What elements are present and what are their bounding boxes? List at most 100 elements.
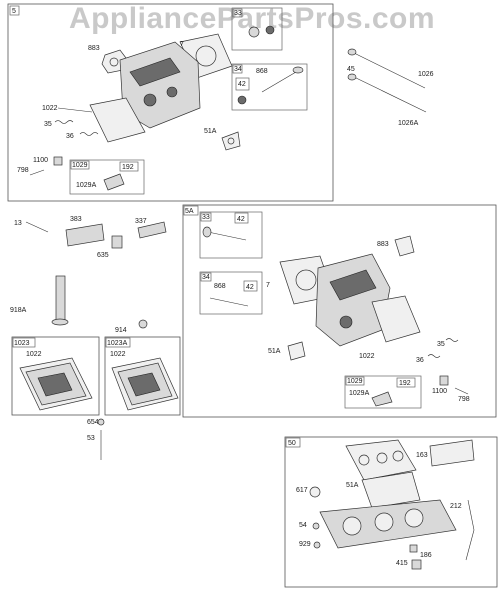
box-33 [231, 7, 283, 51]
label-192: 192 [122, 164, 134, 171]
spring-35 [54, 120, 74, 124]
section-5a-tag-box [183, 205, 199, 216]
label-192-5a: 192 [399, 380, 411, 387]
spring-36 [79, 132, 99, 136]
part-186 [409, 544, 418, 553]
rocker-arm-5a [371, 391, 393, 407]
box-34-5a-tag [200, 272, 212, 282]
section-50: 50 163 51A 617 212 54 929 186 415 [284, 436, 498, 588]
label-33-5a: 33 [202, 214, 210, 221]
section-1023-tag-box [12, 337, 36, 348]
label-34: 34 [234, 66, 242, 73]
box-34-5a [199, 271, 263, 315]
cylinder-head-boss [143, 93, 157, 107]
label-34-5a: 34 [202, 274, 210, 281]
label-929: 929 [299, 541, 311, 548]
section-1023-tag: 1023 [14, 340, 30, 347]
spring-36-5a [427, 354, 441, 358]
label-53: 53 [87, 435, 95, 442]
tube-918a-base [51, 318, 69, 326]
intake-gasket-port [376, 452, 388, 464]
bracket-1100 [53, 156, 63, 166]
label-654: 654 [87, 419, 99, 426]
section-5a: 5A 33 42 883 34 868 42 7 51A 1022 35 36 [182, 204, 497, 418]
section-50-tag-box [285, 437, 301, 448]
valve-spring-retainer [248, 26, 260, 38]
label-36-5a: 36 [416, 357, 424, 364]
rocker-gasket-1022 [89, 97, 146, 143]
label-163: 163 [416, 452, 428, 459]
breather-51a-5a [287, 341, 306, 361]
label-1022-1023a: 1022 [110, 351, 126, 358]
valve-stem-5a-b [209, 297, 249, 307]
valve-seal [265, 25, 275, 35]
gasket-51a-50 [361, 471, 421, 509]
label-7: 7 [180, 41, 184, 48]
label-1022: 1022 [42, 105, 58, 112]
label-1100: 1100 [33, 157, 48, 164]
label-51a-5a: 51A [268, 348, 281, 355]
push-rod-1026 [351, 51, 426, 89]
screw-914 [138, 319, 148, 329]
label-415: 415 [396, 560, 408, 567]
box-42b-5a [243, 280, 258, 292]
cylinder-head-5a-port [329, 269, 377, 301]
label-1026a: 1026A [398, 120, 419, 127]
label-635: 635 [97, 252, 109, 259]
label-51a: 51A [204, 128, 217, 135]
section-5a-frame [182, 204, 497, 418]
label-7-5a: 7 [266, 282, 270, 289]
rocker-gasket-5a [371, 295, 421, 343]
part-929 [313, 541, 321, 549]
label-1029: 1029 [72, 162, 88, 169]
box-34-tag [232, 64, 243, 74]
section-1023a-tag: 1023A [107, 340, 128, 347]
cylinder-head-5a-boss [339, 315, 353, 329]
valve-stem [261, 71, 297, 93]
section-1023a-frame [104, 336, 181, 416]
box-42 [235, 77, 250, 91]
label-33: 33 [234, 10, 242, 17]
gasket-163 [429, 439, 475, 467]
section-50-frame [284, 436, 498, 588]
screw-798-5a [454, 387, 469, 395]
intake-gasket-port [392, 450, 404, 462]
section-1023a-tag-box [105, 337, 131, 348]
valve-group: 45 1026 1026A [347, 48, 434, 127]
part-54 [312, 522, 320, 530]
head-gasket-7-bore [195, 45, 217, 67]
push-rod-1026a [351, 75, 427, 113]
section-1023: 1023 1022 [11, 336, 100, 416]
label-1022-5a: 1022 [359, 353, 375, 360]
label-914: 914 [115, 327, 127, 334]
gasket-883-hole [109, 57, 119, 67]
box-192-5a [396, 377, 416, 388]
rocker-cover-ribs [37, 372, 73, 397]
box-33-tag [232, 8, 243, 18]
section-5-frame [7, 3, 334, 202]
label-868: 868 [256, 68, 268, 75]
box-1029-tag [70, 160, 90, 170]
box-42-5a [234, 212, 249, 224]
section-5: 5 883 7 33 34 868 42 1022 [7, 3, 334, 202]
label-13: 13 [14, 220, 22, 227]
label-1026: 1026 [418, 71, 434, 78]
loose-parts: 13 383 337 635 918A 914 654 53 [10, 216, 167, 460]
label-1029a: 1029A [76, 182, 97, 189]
box-192 [119, 161, 139, 172]
label-617: 617 [296, 487, 308, 494]
cylinder-head-5a [315, 253, 391, 347]
bracket-1100-5a [439, 375, 449, 386]
label-868-5a: 868 [214, 283, 226, 290]
wire-212 [465, 499, 475, 561]
valve-stem-5a [207, 231, 247, 241]
rocker-arm-1029a [103, 173, 125, 191]
box-1029 [69, 159, 145, 195]
label-883: 883 [88, 45, 100, 52]
label-212: 212 [450, 503, 462, 510]
push-rod-tip [347, 48, 357, 56]
section-50-tag: 50 [288, 440, 296, 447]
section-1023-frame [11, 336, 100, 416]
push-rod-tip [347, 73, 357, 81]
